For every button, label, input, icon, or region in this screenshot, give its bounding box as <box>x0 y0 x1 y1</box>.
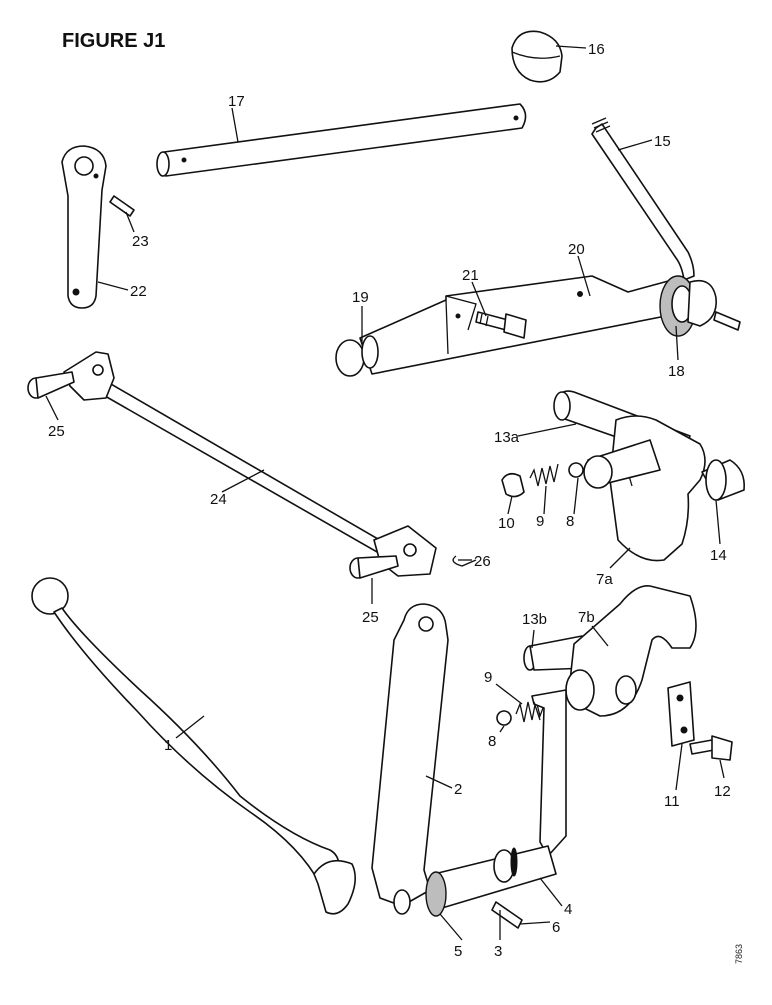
part-7b-selector-fork <box>565 585 697 717</box>
part-8-ball-upper <box>568 462 584 478</box>
label-1: 1 <box>164 737 172 754</box>
label-25-upper: 25 <box>48 423 65 440</box>
part-9-spring-lower <box>515 699 547 723</box>
label-13a: 13a <box>494 429 520 446</box>
label-6: 6 <box>552 919 560 936</box>
part-15-gear-lever-upper <box>591 117 695 281</box>
label-8-lower: 8 <box>488 733 496 750</box>
part-26-split-pin <box>452 555 477 567</box>
part-17-rod <box>156 103 527 177</box>
callout-labels: 16 17 15 23 22 20 21 19 18 13a 25 24 10 … <box>48 41 731 960</box>
part-25-clevis-pin-upper <box>27 371 75 399</box>
part-8-ball-lower <box>496 710 512 726</box>
label-8-upper: 8 <box>566 513 574 530</box>
figure-title: FIGURE J1 <box>62 30 166 52</box>
part-6-pin <box>491 901 523 929</box>
part-19-end-bush <box>335 335 379 377</box>
label-23: 23 <box>132 233 149 250</box>
label-4: 4 <box>564 901 572 918</box>
label-22: 22 <box>130 283 147 300</box>
part-10-detent-plug <box>501 472 525 498</box>
part-21-bolt <box>475 311 527 339</box>
part-5-washer <box>393 871 447 917</box>
label-16: 16 <box>588 41 605 58</box>
part-1-gear-lever <box>31 577 356 915</box>
part-12-bolt <box>689 735 733 761</box>
part-24-selector-rod <box>63 351 437 577</box>
label-26: 26 <box>474 553 491 570</box>
part-9-spring-upper <box>529 463 559 487</box>
label-7b: 7b <box>578 609 595 626</box>
part-25-clevis-pin-lower <box>349 555 399 579</box>
label-9-upper: 9 <box>536 513 544 530</box>
label-10: 10 <box>498 515 515 532</box>
label-11: 11 <box>664 793 680 810</box>
part-22-lever-arm <box>61 145 107 309</box>
label-14: 14 <box>710 547 727 564</box>
label-21: 21 <box>462 267 479 284</box>
part-2-lever <box>371 603 449 907</box>
label-12: 12 <box>714 783 731 800</box>
part-16-knob-cap <box>511 30 563 83</box>
label-3: 3 <box>494 943 502 960</box>
label-5: 5 <box>454 943 462 960</box>
label-25-lower: 25 <box>362 609 379 626</box>
part-11-plate <box>667 681 695 747</box>
label-17: 17 <box>228 93 245 110</box>
label-9-lower: 9 <box>484 669 492 686</box>
leader-lines <box>45 45 725 941</box>
label-7a: 7a <box>596 571 613 588</box>
part-23-pin <box>109 195 135 217</box>
label-18: 18 <box>668 363 685 380</box>
label-15: 15 <box>654 133 671 150</box>
figure-code: 7863 <box>734 943 744 964</box>
label-2: 2 <box>454 781 462 798</box>
label-24: 24 <box>210 491 227 508</box>
label-13b: 13b <box>522 611 547 628</box>
label-20: 20 <box>568 241 585 258</box>
part-7a-selector-fork <box>583 415 706 562</box>
part-pivot-block <box>687 279 741 331</box>
label-19: 19 <box>352 289 369 306</box>
part-14-collar <box>701 459 746 501</box>
